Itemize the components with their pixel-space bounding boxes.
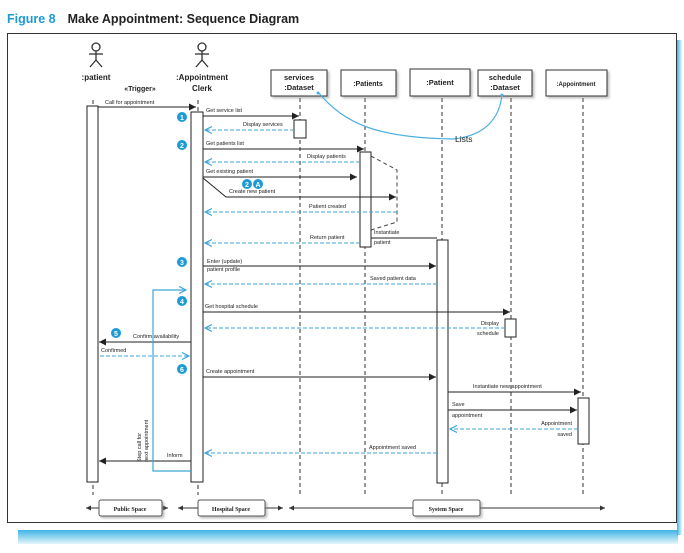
actor-icon-head (197, 42, 207, 52)
svg-text:4: 4 (180, 299, 184, 306)
message-label: saved (557, 432, 572, 438)
object-box-patients (340, 69, 397, 97)
activation-services (293, 119, 307, 139)
message-label: Create new patient (229, 189, 276, 195)
participant-clerk-label-2: Clerk (192, 84, 213, 93)
object-box-schedule (477, 69, 533, 97)
arrowhead-icon (86, 505, 91, 511)
participant-schedule-label-2: :Dataset (490, 83, 520, 92)
frame-shadow (18, 530, 678, 544)
patients-self-bracket (370, 155, 398, 231)
arrowhead-icon (289, 505, 294, 511)
loop-label-line-2: next appointment (144, 419, 150, 462)
step-badge-2: 2 (177, 140, 187, 150)
participant-patient-stereotype: «Trigger» (124, 86, 156, 93)
figure-caption: Make Appointment: Sequence Diagram (67, 12, 300, 26)
message-label: Save (452, 402, 465, 408)
svg-text:5: 5 (114, 331, 118, 338)
arrowhead-icon (178, 505, 183, 511)
step-badge-2a: 2 A (242, 179, 263, 189)
message-label: Display (481, 321, 499, 327)
actor-clerk (195, 42, 209, 68)
message-label: patient profile (207, 267, 240, 273)
message-label: Inform (167, 453, 183, 459)
system-space-label: System Space (429, 507, 464, 513)
message-label: Confirmed (101, 348, 126, 354)
step-badge-5: 5 (111, 328, 121, 338)
activation-schedule (504, 318, 517, 338)
participant-patient-obj-label: :Patient (426, 78, 454, 87)
message-label: Get patients list (206, 141, 244, 147)
message-label: schedule (477, 331, 499, 337)
message-label: Appointment (541, 421, 572, 427)
step-badge-1: 1 (177, 112, 187, 122)
svg-text:2: 2 (245, 182, 249, 189)
participant-clerk-label-1: :Appointment (176, 73, 228, 82)
message-label: appointment (452, 413, 483, 419)
frame-edge-glow (677, 40, 682, 535)
message-label: Instantiate (374, 230, 399, 236)
step-badge-3: 3 (177, 257, 187, 267)
message-create-new-patient (202, 177, 396, 201)
arrowhead-icon (163, 505, 168, 511)
arrowhead-icon (600, 505, 605, 511)
lists-note-label: Lists (455, 134, 472, 144)
svg-text:A: A (255, 182, 260, 189)
object-box-patient (409, 68, 471, 97)
actor-patient (89, 42, 103, 68)
loop-label-line-1: Step call for (137, 433, 143, 462)
lists-connector-schedule (452, 93, 503, 140)
activation-clerk (190, 111, 204, 483)
message-label: Display patients (307, 154, 346, 160)
message-label: Appointment saved (369, 445, 416, 451)
message-label: Call for appointment (105, 100, 155, 106)
arrowhead-icon (278, 505, 283, 511)
activation-patients (359, 151, 372, 248)
public-space-label: Public Space (114, 507, 147, 513)
figure-number: Figure 8 (7, 12, 56, 26)
figure-title: Figure 8 Make Appointment: Sequence Diagr… (7, 12, 299, 26)
message-label: Confirm availability (133, 334, 179, 340)
lists-connector-services (317, 91, 454, 140)
object-box-appointment (545, 69, 608, 97)
actor-icon-head (91, 42, 101, 52)
message-label: Get hospital schedule (205, 304, 258, 310)
message-label: patient (374, 240, 391, 246)
step-badge-4: 4 (177, 296, 187, 306)
message-label: Enter (update) (207, 259, 242, 265)
participant-patients-label: :Patients (353, 81, 383, 88)
hospital-space-label: Hospital Space (212, 507, 251, 513)
participant-services-label-1: services (284, 73, 314, 82)
participant-appointment-label: :Appointment (557, 82, 596, 88)
message-label: Create appointment (206, 369, 255, 375)
step-badge-6: 6 (177, 364, 187, 374)
svg-text:1: 1 (180, 115, 184, 122)
message-label: Return patient (310, 235, 345, 241)
message-label: Instantiate new appointment (473, 384, 542, 390)
lists-connector-dot (316, 91, 320, 95)
system-space-box (412, 499, 481, 517)
svg-text:6: 6 (180, 367, 184, 374)
lists-connector-dot (500, 93, 504, 97)
hospital-space-box (197, 499, 266, 517)
message-label: Patient created (309, 204, 346, 210)
participant-patient-label: :patient (82, 73, 111, 82)
message-label: Get service list (206, 108, 243, 114)
public-space-box (98, 499, 163, 517)
svg-text:3: 3 (180, 260, 184, 267)
loop-back-bracket (152, 290, 191, 472)
message-label: Saved patient data (370, 276, 417, 282)
activation-patient (86, 105, 99, 483)
message-label: Get existing patient (206, 169, 254, 175)
svg-text:2: 2 (180, 143, 184, 150)
message-label: Display services (243, 122, 283, 128)
activation-patient-obj (436, 239, 449, 484)
activation-appointment (577, 397, 590, 445)
participant-schedule-label-1: schedule (489, 73, 522, 82)
participant-services-label-2: :Dataset (284, 83, 314, 92)
